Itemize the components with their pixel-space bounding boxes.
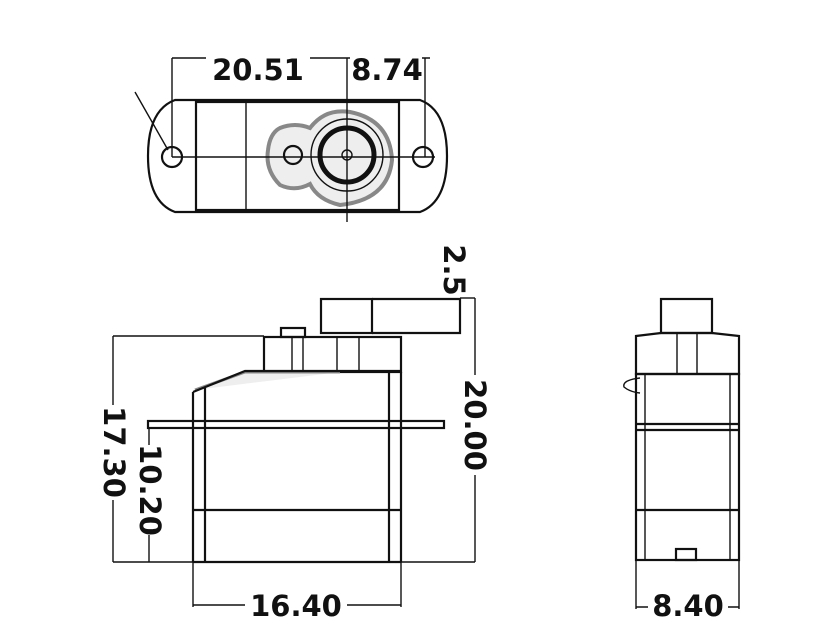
body-front [634,372,741,562]
slanted-top [194,370,340,392]
side-view: 17.30 10.20 20.00 2.5 16.40 [97,244,492,623]
dim-overall-height: 20.00 [458,379,492,471]
leader-line [134,91,169,151]
body-outline [194,100,401,212]
dim-body-width: 8.40 [652,589,724,623]
output-shaft-front [659,297,714,335]
top-cap [262,335,403,374]
top-view: 20.51 8.74 [134,48,449,222]
connector [674,547,698,562]
dim-total-height: 17.30 [97,406,131,498]
front-view: 8.40 [623,297,741,623]
dim-arm-thickness: 2.5 [437,244,471,295]
mounting-flange [146,419,446,430]
wire-loop [623,377,641,394]
output-shaft-side [319,297,374,335]
dim-body-length: 16.40 [250,589,342,623]
gear-housing [265,109,395,208]
nub [279,326,307,339]
dim-shaft-offset: 8.74 [351,53,423,87]
servo-arm [372,297,462,335]
secondary-gear-shaft [282,144,304,166]
upper-body-top [192,369,400,394]
dim-top-width: 20.51 [212,53,304,87]
top-cap-front [634,331,741,376]
mounting-plate-outline [146,98,449,214]
dim-body-height: 10.20 [133,444,167,536]
